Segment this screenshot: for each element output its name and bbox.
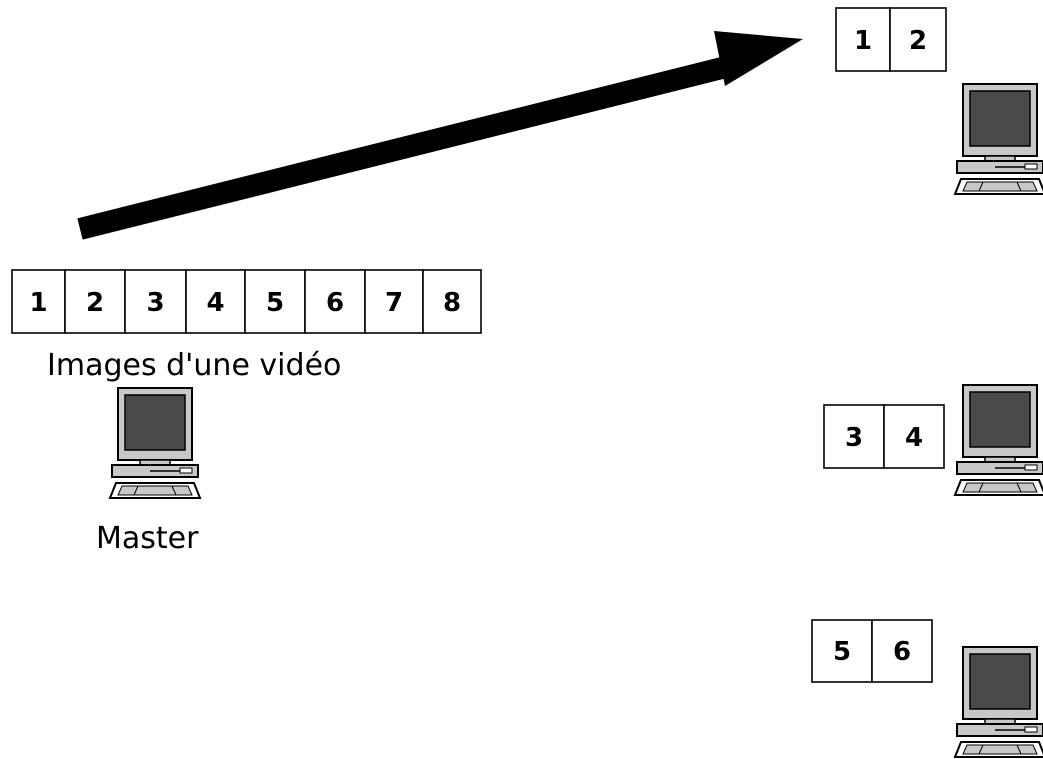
video-frame-box [11,269,66,334]
video-frame-box [124,269,187,334]
video-frame-label: 1 [29,288,47,318]
video-frame-label: 4 [206,288,224,318]
worker-3-frame-a: 5 [833,637,851,667]
video-frame-label: 7 [385,288,403,318]
master-label: Master [96,521,199,556]
worker-1-frame-a: 1 [854,26,872,56]
worker-1-computer-icon [954,83,1043,195]
worker-3-frame-b: 6 [893,637,911,667]
video-frame-box [422,269,482,334]
video-frames-row: 1 2 3 4 5 6 7 8 [11,269,482,334]
worker-2-frame-b: 4 [905,423,923,453]
video-frame-box [304,269,366,334]
worker-3-computer-icon [954,646,1043,758]
worker-2-computer-icon [954,384,1043,496]
worker-3-frames: 5 6 [811,619,933,683]
worker-2-frames: 3 4 [823,404,945,469]
video-frame-box [364,269,424,334]
video-frames-caption: Images d'une vidéo [47,348,341,383]
worker-2-frame-a: 3 [845,423,863,453]
video-frame-label: 3 [146,288,164,318]
worker-1-frame-b: 2 [909,26,927,56]
thick-arrow-icon [77,31,803,240]
video-frame-label: 8 [443,288,461,318]
video-frame-box [244,269,306,334]
video-frame-label: 2 [86,288,104,318]
video-frame-label: 5 [266,288,284,318]
video-frame-label: 6 [326,288,344,318]
video-frame-box [64,269,126,334]
worker-1-frames: 1 2 [835,7,947,72]
master-computer-icon [109,387,201,499]
